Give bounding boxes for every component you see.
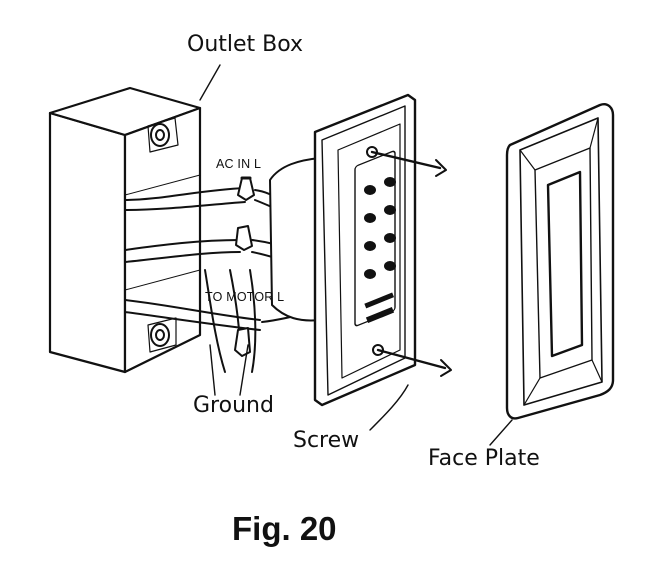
outlet-box-label: Outlet Box — [187, 32, 304, 57]
switch-plate-drawing — [313, 93, 417, 407]
face-plate-label: Face Plate — [428, 446, 540, 471]
ac-in-label: AC IN L — [216, 157, 262, 171]
screws-drawing — [370, 150, 452, 377]
outlet-box-drawing — [48, 86, 202, 374]
face-plate-drawing — [505, 103, 615, 420]
ground-label: Ground — [193, 393, 274, 418]
leader-lines — [199, 64, 513, 446]
screw-label: Screw — [293, 428, 360, 453]
figure-caption: Fig. 20 — [232, 510, 337, 547]
to-motor-label: TO MOTOR L — [205, 290, 285, 304]
